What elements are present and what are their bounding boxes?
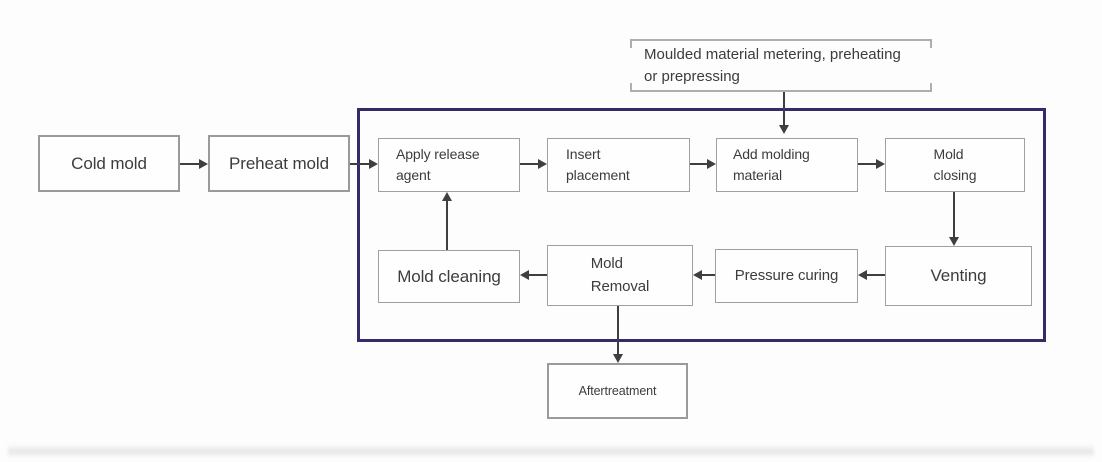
note-moulded-material-label: Moulded material metering, preheating or… xyxy=(644,45,901,85)
connector-venting-to-pressure xyxy=(867,274,885,276)
connector-note-to-add xyxy=(783,92,785,126)
node-insert-placement-label: Insert placement xyxy=(566,146,630,183)
connector-insert-to-add xyxy=(690,163,708,165)
arrowhead-left-icon xyxy=(858,270,867,280)
connector-closing-to-venting xyxy=(953,192,955,237)
process-frame xyxy=(357,108,1046,342)
node-cold-mold: Cold mold xyxy=(38,135,180,192)
node-venting-label: Venting xyxy=(930,266,987,286)
arrowhead-right-icon xyxy=(876,159,885,169)
arrowhead-down-icon xyxy=(613,354,623,363)
node-mold-removal-label: Mold Removal xyxy=(590,255,650,295)
node-mold-closing-label: Mold closing xyxy=(933,146,977,183)
node-venting: Venting xyxy=(885,246,1032,306)
node-insert-placement: Insert placement xyxy=(547,138,690,192)
node-preheat-mold-label: Preheat mold xyxy=(229,153,329,173)
connector-pressure-to-removal xyxy=(702,274,715,276)
node-preheat-mold: Preheat mold xyxy=(208,135,350,192)
arrowhead-up-icon xyxy=(442,192,452,201)
connector-removal-to-cleaning xyxy=(529,274,547,276)
arrowhead-left-icon xyxy=(693,270,702,280)
arrowhead-down-icon xyxy=(779,125,789,134)
connector-preheat-to-apply xyxy=(350,163,370,165)
note-moulded-material: Moulded material metering, preheating or… xyxy=(630,39,932,92)
node-add-molding-material: Add molding material xyxy=(716,138,858,192)
connector-removal-to-aftertreatment xyxy=(617,306,619,354)
arrowhead-left-icon xyxy=(520,270,529,280)
arrowhead-right-icon xyxy=(199,159,208,169)
arrowhead-right-icon xyxy=(538,159,547,169)
arrowhead-right-icon xyxy=(707,159,716,169)
connector-add-to-closing xyxy=(858,163,877,165)
arrowhead-right-icon xyxy=(369,159,378,169)
connector-apply-to-insert xyxy=(520,163,539,165)
connector-cleaning-to-apply xyxy=(446,201,448,250)
node-pressure-curing: Pressure curing xyxy=(715,249,858,303)
node-pressure-curing-label: Pressure curing xyxy=(734,266,839,284)
node-aftertreatment: Aftertreatment xyxy=(547,363,688,419)
node-mold-cleaning-label: Mold cleaning xyxy=(397,266,501,286)
node-apply-release-agent-label: Apply release agent xyxy=(396,146,480,183)
node-mold-removal: Mold Removal xyxy=(547,245,693,306)
node-cold-mold-label: Cold mold xyxy=(71,153,147,173)
node-mold-closing: Mold closing xyxy=(885,138,1025,192)
bottom-edge-shadow xyxy=(8,444,1094,458)
node-mold-cleaning: Mold cleaning xyxy=(378,250,520,303)
connector-cold-to-preheat xyxy=(180,163,200,165)
node-add-molding-material-label: Add molding material xyxy=(733,146,810,183)
node-apply-release-agent: Apply release agent xyxy=(378,138,520,192)
node-aftertreatment-label: Aftertreatment xyxy=(578,383,657,398)
arrowhead-down-icon xyxy=(949,237,959,246)
